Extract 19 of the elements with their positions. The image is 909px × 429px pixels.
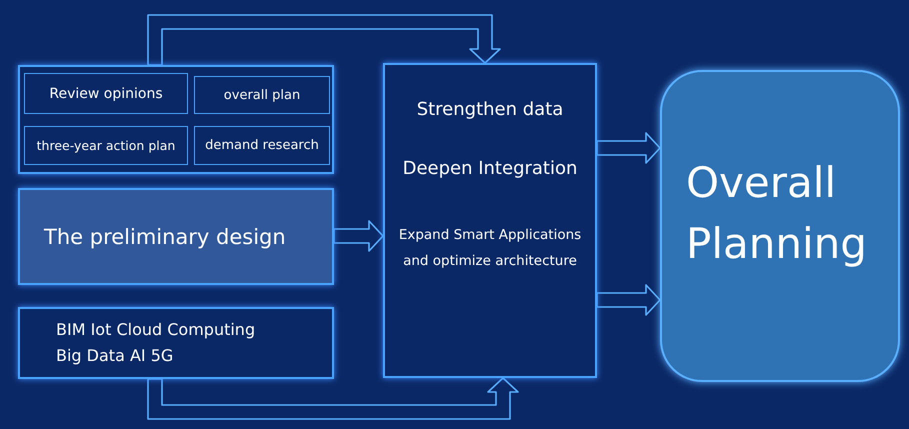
- text-box: Review opinions: [24, 73, 188, 114]
- block-arrow: [147, 14, 501, 66]
- text-box: demand research: [194, 126, 330, 165]
- node-text: Big Data AI 5G: [56, 345, 174, 367]
- block-arrow: [333, 220, 384, 252]
- node-text: BIM Iot Cloud Computing: [56, 318, 256, 341]
- node-text: Strengthen data: [416, 99, 564, 120]
- group-box: [18, 65, 334, 174]
- text-box: three-year action plan: [24, 126, 188, 165]
- node-text: Expand Smart Applications and optimize architecture: [398, 226, 582, 271]
- process-box: The preliminary design: [18, 188, 334, 285]
- process-box: [18, 307, 334, 379]
- node-text: Deepen Integration: [402, 158, 578, 179]
- process-box: [383, 63, 597, 378]
- block-arrow: [596, 132, 661, 164]
- text-box: overall plan: [194, 76, 330, 114]
- block-arrow: [147, 377, 519, 420]
- block-arrow: [596, 284, 661, 316]
- result-box: Overall Planning: [660, 70, 900, 382]
